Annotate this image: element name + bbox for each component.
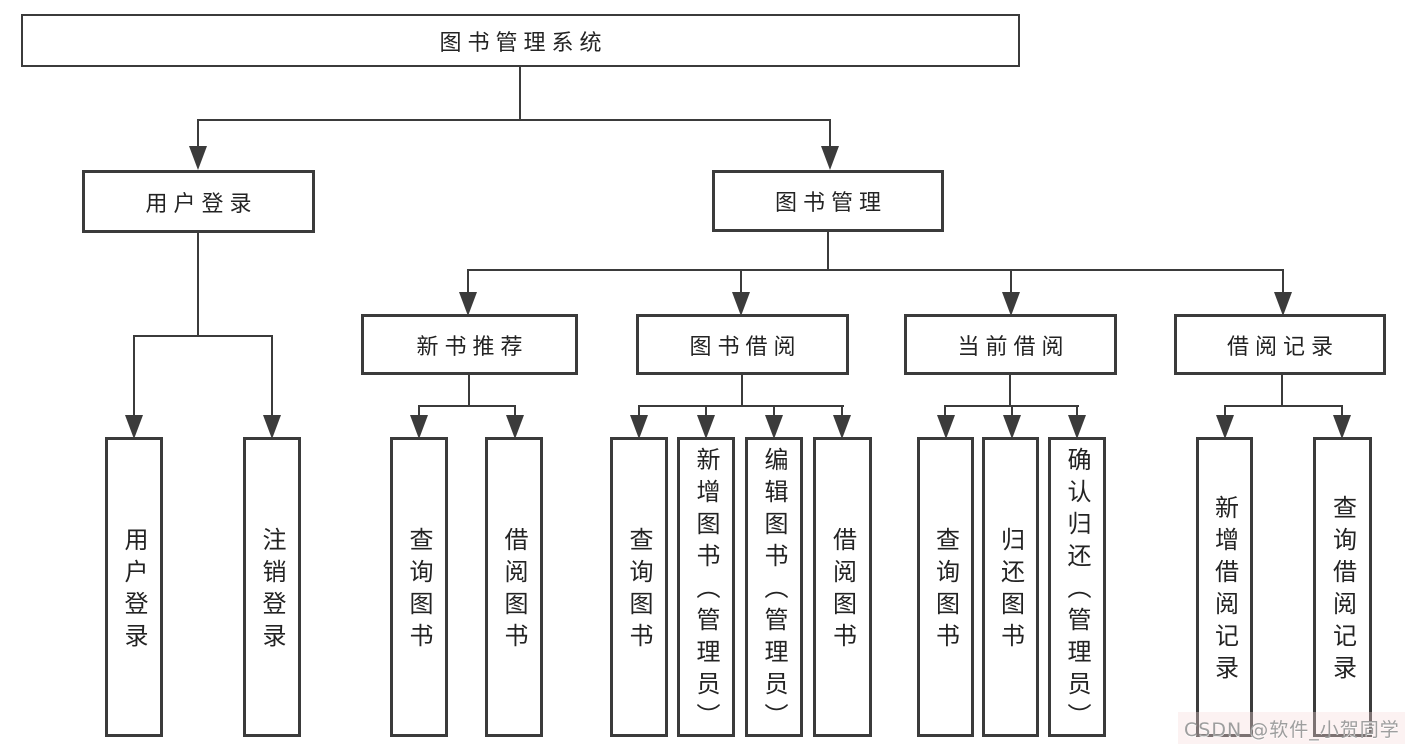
- arrowhead-down-icon: [937, 415, 955, 439]
- node-book-borrow: 图书借阅: [636, 314, 849, 375]
- node-label: 图书借阅: [689, 334, 802, 360]
- connector-line: [1009, 375, 1011, 407]
- node-leaf-bb-query: 查询图书: [610, 437, 668, 737]
- connector-line: [841, 407, 843, 419]
- node-label: 用户登录: [120, 527, 148, 655]
- node-leaf-br-add: 新增借阅记录: [1196, 437, 1253, 737]
- connector-line: [467, 269, 1284, 271]
- connector-line: [740, 271, 742, 295]
- node-borrow-records: 借阅记录: [1174, 314, 1386, 375]
- connector-line: [1282, 271, 1284, 295]
- connector-line: [1281, 375, 1283, 407]
- node-label: 编辑图书（管理员）: [760, 447, 788, 735]
- node-label: 新书推荐: [416, 334, 529, 360]
- connector-line: [827, 231, 829, 271]
- node-label: 查询图书: [625, 527, 653, 655]
- connector-line: [705, 407, 707, 419]
- arrowhead-down-icon: [1216, 415, 1234, 439]
- node-label: 图书管理: [774, 191, 887, 216]
- node-leaf-bb-borrow: 借阅图书: [813, 437, 872, 737]
- node-label: 借阅记录: [1226, 334, 1339, 360]
- connector-line: [1224, 405, 1343, 407]
- connector-line: [1010, 271, 1012, 295]
- node-label: 查询图书: [931, 527, 960, 655]
- connector-line: [418, 407, 420, 419]
- arrowhead-down-icon: [732, 292, 750, 316]
- connector-line: [418, 405, 516, 407]
- arrowhead-down-icon: [1274, 292, 1292, 316]
- node-label: 新增图书（管理员）: [692, 447, 720, 735]
- arrowhead-down-icon: [506, 415, 524, 439]
- arrowhead-down-icon: [1002, 292, 1020, 316]
- node-current-borrow: 当前借阅: [904, 314, 1117, 375]
- node-leaf-cb-confirm: 确认归还（管理员）: [1048, 437, 1106, 737]
- arrowhead-down-icon: [833, 415, 851, 439]
- node-leaf-user-login: 用户登录: [105, 437, 163, 737]
- node-leaf-cb-query: 查询图书: [917, 437, 974, 737]
- node-root: 图书管理系统: [21, 14, 1020, 67]
- connector-line: [1076, 407, 1078, 419]
- node-leaf-br-query: 查询借阅记录: [1313, 437, 1372, 737]
- node-label: 借阅图书: [828, 527, 857, 655]
- csdn-watermark: CSDN @软件_小贺同学: [1184, 719, 1400, 741]
- node-leaf-cb-return: 归还图书: [982, 437, 1039, 737]
- arrowhead-down-icon: [263, 415, 281, 439]
- connector-line: [197, 121, 199, 149]
- node-label: 当前借阅: [957, 334, 1070, 360]
- connector-line: [1011, 407, 1013, 419]
- arrowhead-down-icon: [1068, 415, 1086, 439]
- node-new-book-rec: 新书推荐: [361, 314, 578, 375]
- node-label: 新增借阅记录: [1210, 495, 1239, 687]
- arrowhead-down-icon: [821, 146, 839, 170]
- connector-line: [271, 337, 273, 417]
- node-label: 查询借阅记录: [1328, 495, 1357, 687]
- connector-line: [773, 407, 775, 419]
- node-label: 图书管理系统: [439, 30, 608, 56]
- arrowhead-down-icon: [697, 415, 715, 439]
- connector-line: [467, 271, 469, 295]
- connector-line: [944, 407, 946, 419]
- arrowhead-down-icon: [125, 415, 143, 439]
- connector-line: [197, 119, 831, 121]
- arrowhead-down-icon: [1333, 415, 1351, 439]
- connector-line: [133, 335, 273, 337]
- connector-line: [197, 233, 199, 336]
- node-book-mgmt: 图书管理: [712, 170, 944, 232]
- connector-line: [638, 407, 640, 419]
- node-label: 借阅图书: [500, 527, 528, 655]
- node-label: 归还图书: [996, 527, 1025, 655]
- connector-line: [944, 405, 1079, 407]
- connector-line: [514, 407, 516, 419]
- node-label: 注销登录: [258, 527, 286, 655]
- arrowhead-down-icon: [189, 146, 207, 170]
- node-leaf-bb-add: 新增图书（管理员）: [677, 437, 735, 737]
- connector-line: [741, 375, 743, 407]
- arrowhead-down-icon: [459, 292, 477, 316]
- node-label: 确认归还（管理员）: [1063, 447, 1091, 735]
- connector-line: [519, 67, 521, 120]
- arrowhead-down-icon: [630, 415, 648, 439]
- connector-line: [1224, 407, 1226, 419]
- connector-line: [829, 121, 831, 149]
- node-leaf-nb-borrow: 借阅图书: [485, 437, 543, 737]
- connector-line: [1341, 407, 1343, 419]
- node-login-group: 用户登录: [82, 170, 315, 233]
- node-label: 用户登录: [145, 191, 258, 217]
- node-label: 查询图书: [405, 527, 433, 655]
- watermark-backdrop: [1178, 712, 1405, 744]
- node-leaf-bb-edit: 编辑图书（管理员）: [745, 437, 803, 737]
- connector-line: [638, 405, 844, 407]
- arrowhead-down-icon: [765, 415, 783, 439]
- node-leaf-logout: 注销登录: [243, 437, 301, 737]
- node-leaf-nb-query: 查询图书: [390, 437, 448, 737]
- connector-line: [133, 337, 135, 417]
- arrowhead-down-icon: [1003, 415, 1021, 439]
- arrowhead-down-icon: [410, 415, 428, 439]
- connector-line: [468, 375, 470, 407]
